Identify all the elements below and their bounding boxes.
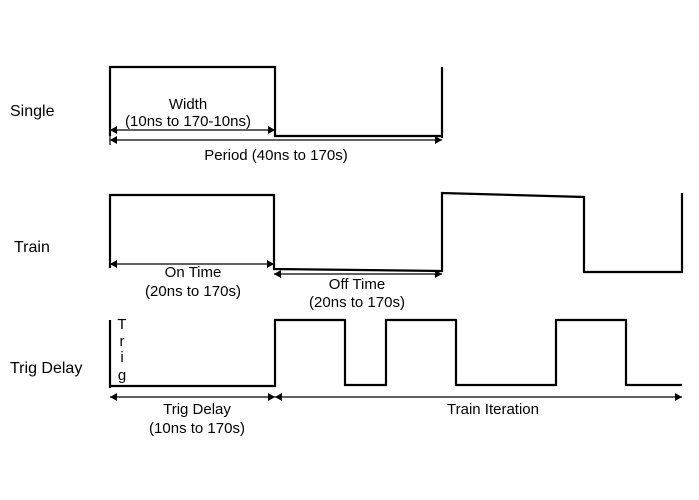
single-width-label: Width [169, 96, 207, 113]
arrowhead-right [435, 136, 442, 144]
trig-vertical-letter: r [120, 333, 125, 350]
arrowhead-left [274, 270, 281, 278]
train-on-time-label: On Time [165, 264, 222, 281]
train-waveform [108, 191, 684, 274]
arrowhead-right [267, 260, 274, 268]
single-waveform [108, 65, 442, 138]
trig-delay-waveform [110, 318, 682, 388]
arrowhead-left [275, 393, 282, 401]
train-iteration-label: Train Iteration [447, 401, 539, 418]
train-on-time-range: (20ns to 170s) [145, 283, 241, 300]
single-period-label: Period (40ns to 170s) [204, 147, 347, 164]
trig-delay-range: (10ns to 170s) [149, 420, 245, 437]
arrowhead-right [675, 393, 682, 401]
trig-vertical-letter: i [120, 349, 123, 366]
arrowhead-right [268, 393, 275, 401]
row-label-single: Single [10, 103, 55, 120]
row-label-trig-delay: Trig Delay [10, 360, 82, 377]
trig-delay-label: Trig Delay [163, 401, 231, 418]
trig-vertical-letter: g [118, 367, 126, 384]
row-label-train: Train [14, 239, 50, 256]
train-off-time-label: Off Time [329, 276, 385, 293]
arrowhead-left [110, 393, 117, 401]
arrowhead-left [110, 260, 117, 268]
arrowhead-right [268, 126, 275, 134]
train-off-time-range: (20ns to 170s) [309, 294, 405, 311]
arrowhead-right [435, 270, 442, 278]
single-width-range: (10ns to 170-10ns) [125, 113, 251, 130]
arrowhead-left [110, 136, 117, 144]
arrowhead-left [110, 126, 117, 134]
trig-vertical-letter: T [117, 316, 126, 333]
